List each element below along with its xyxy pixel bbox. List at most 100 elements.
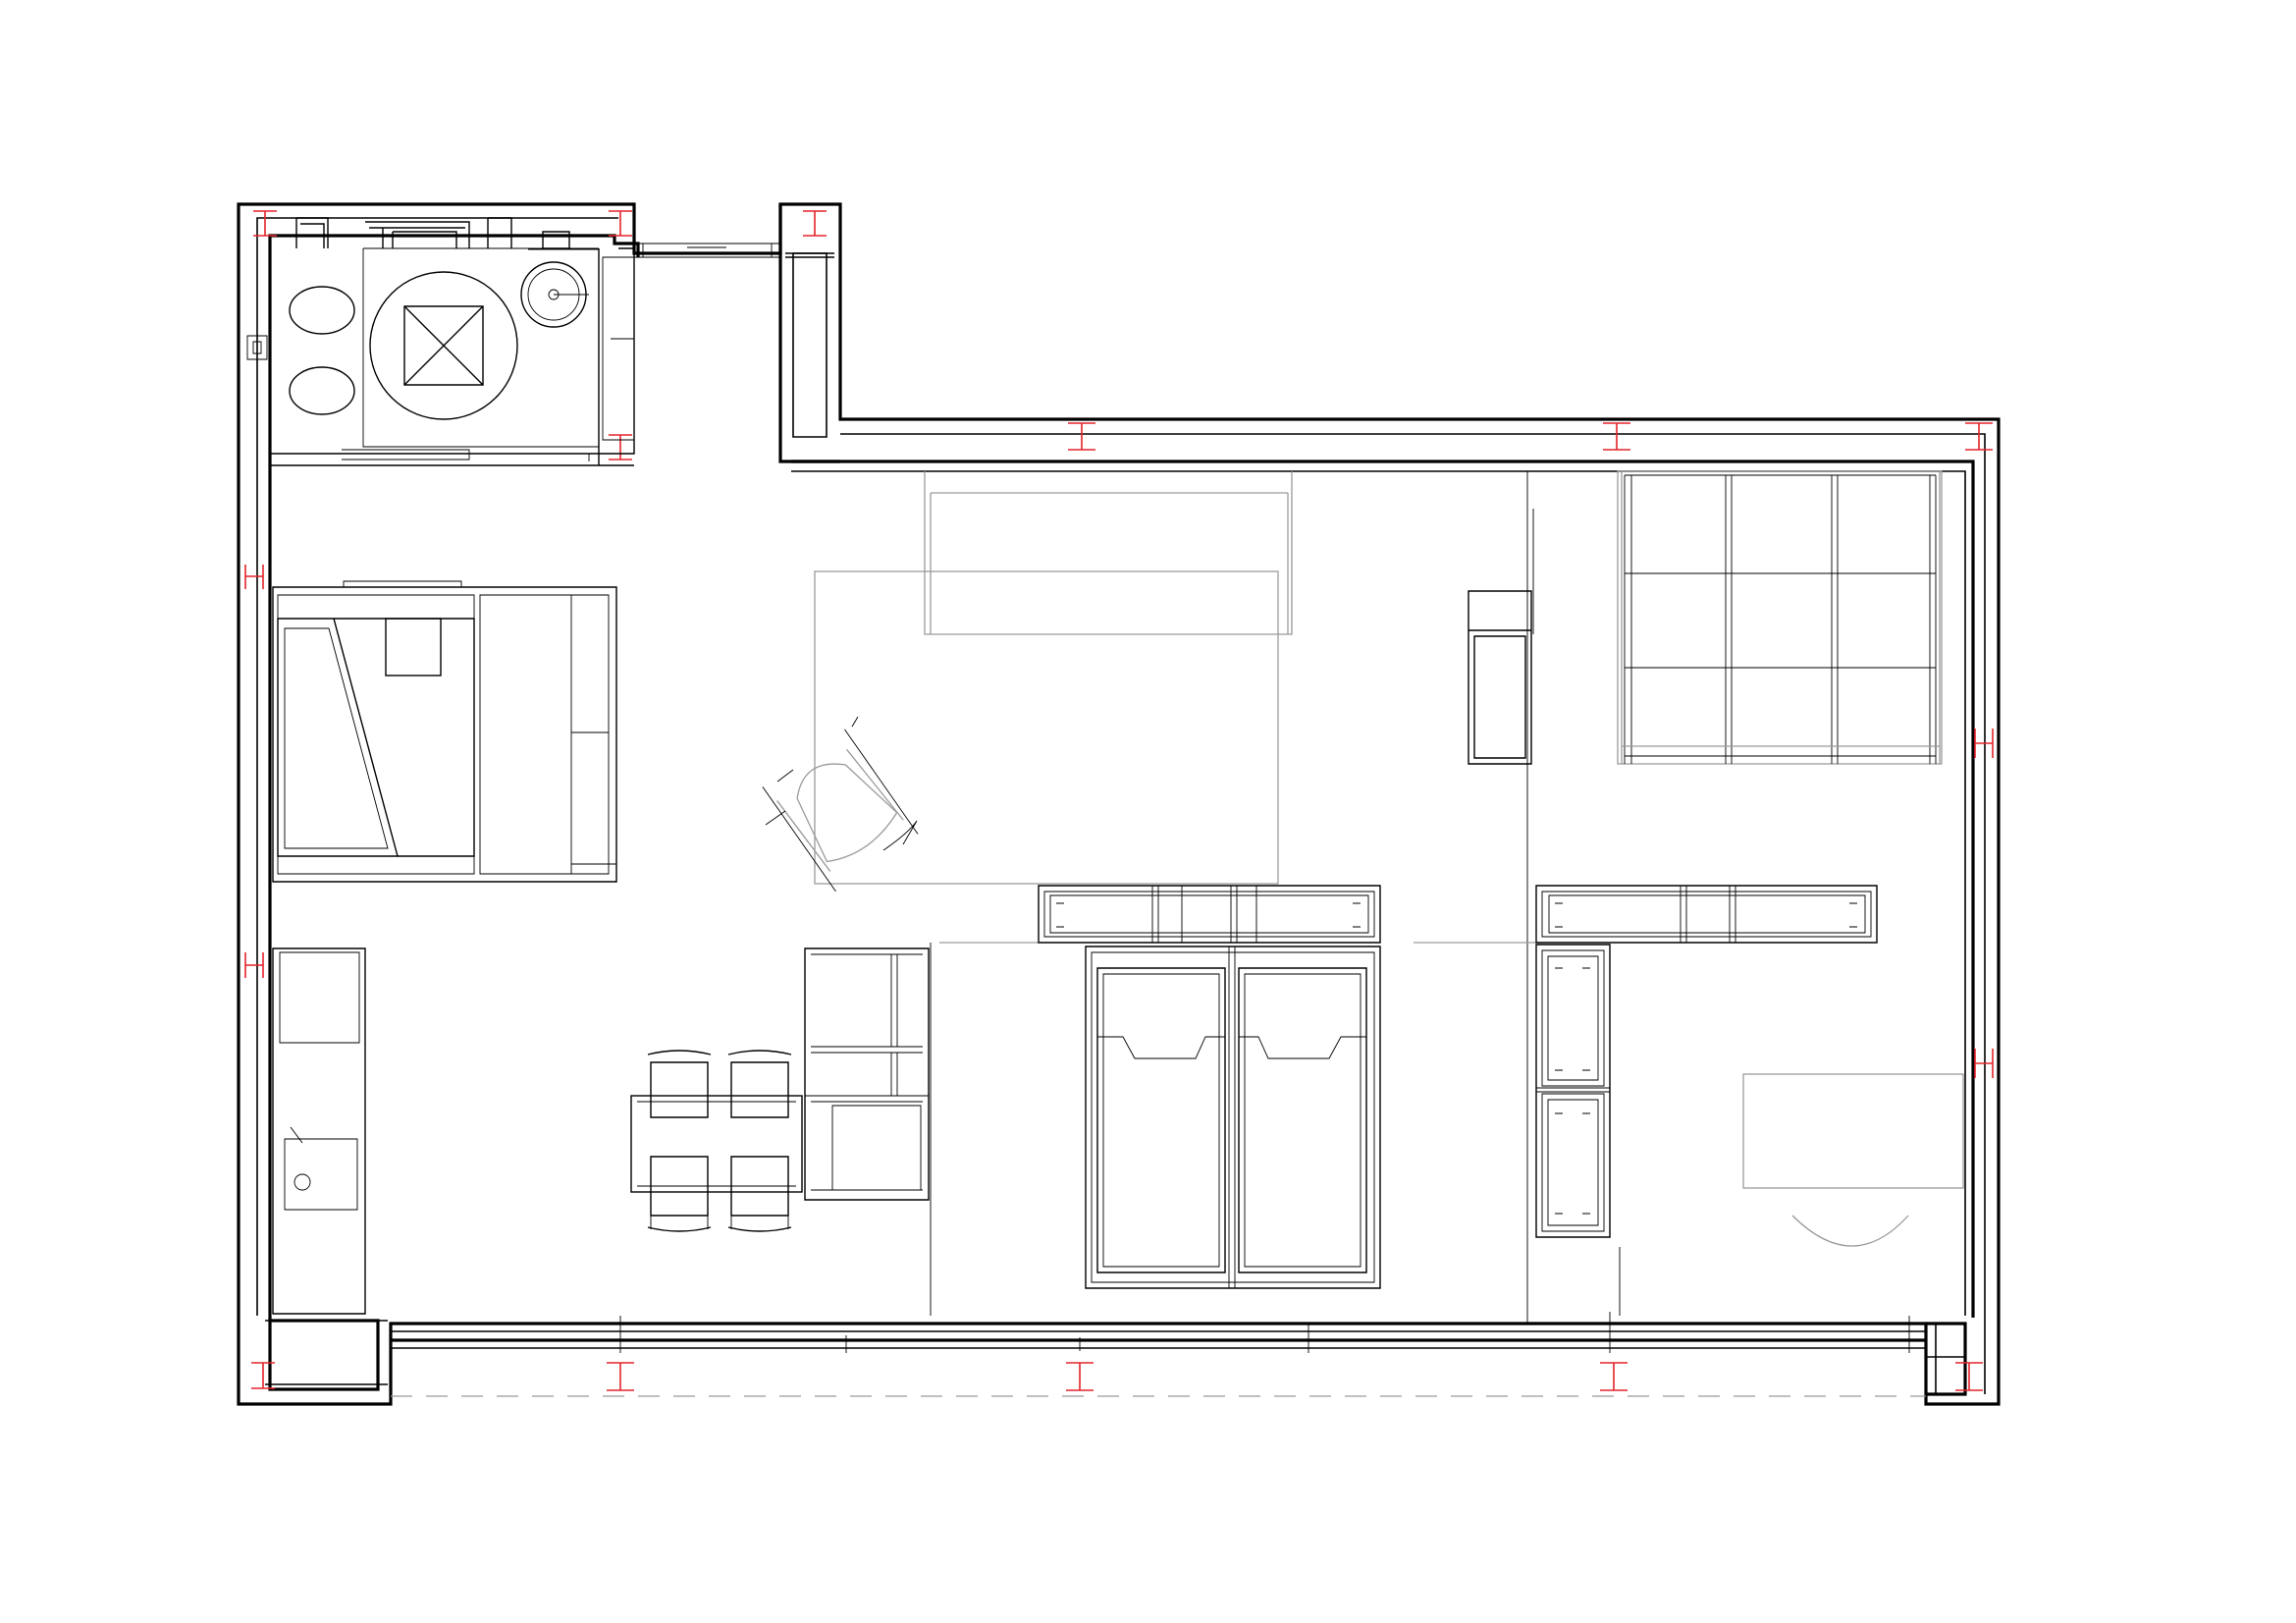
shelf-pegs <box>1056 902 1361 928</box>
cabinet-divisions <box>805 953 929 1191</box>
dining-chair <box>727 1050 792 1118</box>
kitchen <box>272 947 366 1315</box>
bed-mattress-right <box>1238 967 1367 1273</box>
sofa-top-rail <box>343 580 462 588</box>
area-rug <box>814 570 1279 885</box>
desk-area <box>1742 1073 1964 1247</box>
bookshelf-shelves <box>1625 474 1936 757</box>
bathroom-shelf <box>602 256 635 441</box>
chair-legs <box>650 1216 789 1229</box>
entry-shaft <box>778 204 840 463</box>
kitchen-counter-inner <box>279 951 360 1211</box>
bed-mattress-right-inner <box>1244 973 1362 1268</box>
toilet-bowl <box>289 366 355 415</box>
bathroom <box>246 217 635 466</box>
south-west-block <box>268 1319 380 1391</box>
cabinet-block <box>804 947 930 1201</box>
narrow-cabinet <box>1468 590 1532 765</box>
i-beam-column <box>1965 422 1993 451</box>
folding-bed-mattress-inner <box>284 627 389 849</box>
east-cabinet-vertical <box>1535 944 1611 1238</box>
bed-frame <box>1085 946 1381 1289</box>
armchair-seat <box>796 763 898 863</box>
armchair-back <box>776 748 904 872</box>
folding-bed-mattress <box>277 618 399 857</box>
bathroom-partition <box>362 247 599 448</box>
south-glazing <box>391 1312 1926 1397</box>
bookshelf-outline <box>1617 470 1943 765</box>
bed-frame-inner <box>1091 951 1375 1283</box>
dining-chair <box>647 1050 712 1118</box>
armchair-arms <box>765 716 918 851</box>
sofa-back <box>334 618 475 857</box>
faucet <box>290 1126 303 1144</box>
shower-drain <box>403 305 484 386</box>
i-beam-column <box>1974 729 1994 758</box>
bathroom-top-cabinets <box>295 217 570 249</box>
armchair-legs <box>762 729 919 893</box>
toilet-tank <box>246 335 268 360</box>
inner-wall-line <box>268 234 640 1321</box>
headboard-shelf-inner <box>1043 886 1375 943</box>
entry-shaft-top <box>785 252 834 258</box>
storage-cabinets <box>804 947 930 1201</box>
bookshelf-depth <box>1621 471 1941 764</box>
i-beam-column <box>1600 1362 1628 1391</box>
desk <box>1742 1073 1964 1189</box>
east-shelf-top <box>1535 885 1878 944</box>
north-wall-thin <box>840 433 1986 1394</box>
sofa-bed <box>272 580 617 883</box>
zone-line-vertical <box>930 943 1621 1316</box>
entry-shaft-inner <box>792 252 828 438</box>
outer-wall <box>237 202 2001 1406</box>
i-beam-column <box>253 210 277 237</box>
bed-mattress-left-inner <box>1102 973 1220 1268</box>
sink-counter <box>528 248 599 296</box>
i-beam-column <box>251 1362 275 1389</box>
south-east-block <box>1926 1322 1967 1396</box>
i-beam-column <box>244 565 264 589</box>
i-beam-column <box>1068 422 1095 451</box>
inner-wall-east-2 <box>791 470 1966 1316</box>
south-east-block-inner <box>1926 1324 1965 1394</box>
kitchen-counter <box>272 947 366 1315</box>
twin-beds <box>1038 885 1381 1289</box>
i-beam-column <box>1955 1362 1983 1391</box>
dining-table <box>630 1095 803 1193</box>
entry-frame <box>634 243 780 258</box>
i-beam-column <box>609 210 632 237</box>
headboard-shelf <box>1038 885 1381 944</box>
exterior-walls <box>237 202 2001 1406</box>
bookshelf-uprights <box>1624 475 1937 764</box>
desk-chair-swing <box>1791 1215 1909 1247</box>
south-west-block-inner <box>265 1320 388 1385</box>
living-area <box>762 471 1534 1324</box>
sofa <box>924 471 1293 635</box>
dining-area <box>630 1050 803 1232</box>
bed-mattress-left <box>1096 967 1226 1273</box>
east-cabinet-inner <box>1536 949 1610 1232</box>
bathroom-walls <box>270 247 635 466</box>
east-shelf-top-inner <box>1541 886 1872 943</box>
bed-duvet-right <box>1239 1036 1366 1059</box>
i-beam-column <box>1066 1362 1094 1391</box>
east-storage <box>1535 885 1878 1238</box>
bathroom-door-rail <box>342 449 590 461</box>
sofa-frame <box>272 586 617 883</box>
bed-duvet-left <box>1097 1036 1225 1059</box>
structural-columns <box>244 210 1994 1391</box>
sink-bowl <box>294 1173 311 1191</box>
inner-wall-line-2 <box>256 217 618 1316</box>
bookshelf-grid <box>1617 470 1943 765</box>
i-beam-column <box>609 434 632 460</box>
divider-wall <box>1526 471 1534 1324</box>
sofa-frame-inner <box>277 594 616 875</box>
i-beam-column <box>1974 1049 1994 1078</box>
shower-tray <box>369 271 518 420</box>
dining-chair <box>727 1156 792 1232</box>
dining-chair <box>647 1156 712 1232</box>
inner-wall-east <box>791 460 1975 1318</box>
glazing-mullions <box>619 1312 1910 1353</box>
